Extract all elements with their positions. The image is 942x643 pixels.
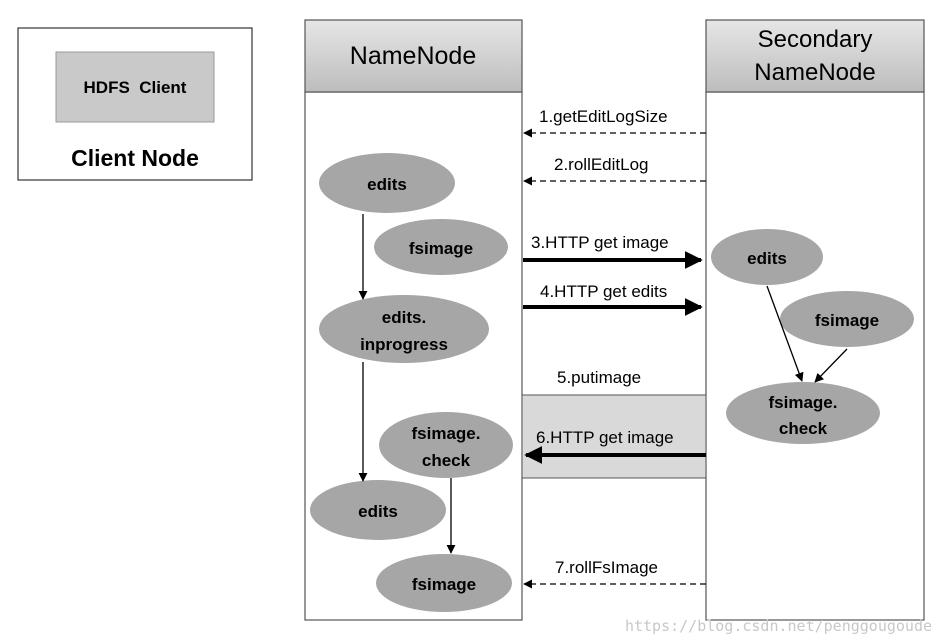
step-3-label: 3.HTTP get image bbox=[531, 233, 669, 252]
nn-fsimage-check: fsimage. check bbox=[379, 412, 513, 478]
hdfs-client-label: HDFS Client bbox=[84, 78, 187, 97]
svg-text:check: check bbox=[422, 451, 471, 470]
svg-text:fsimage: fsimage bbox=[409, 239, 473, 258]
nn-edits-inprogress: edits. inprogress bbox=[319, 295, 489, 363]
svg-text:fsimage.: fsimage. bbox=[412, 424, 481, 443]
svg-text:edits: edits bbox=[367, 175, 407, 194]
secondary-namenode-column: Secondary NameNode bbox=[705, 19, 925, 621]
svg-text:inprogress: inprogress bbox=[360, 335, 448, 354]
putimage-highlight-band bbox=[521, 394, 707, 479]
secondary-namenode-title-line2: NameNode bbox=[754, 59, 875, 86]
svg-text:edits: edits bbox=[358, 502, 398, 521]
snn-fsimage: fsimage bbox=[780, 291, 914, 347]
namenode-header bbox=[304, 19, 523, 93]
nn-fsimage-bottom: fsimage bbox=[376, 554, 512, 612]
svg-text:check: check bbox=[779, 419, 828, 438]
svg-text:fsimage: fsimage bbox=[815, 311, 879, 330]
step-4-label: 4.HTTP get edits bbox=[540, 282, 667, 301]
secondary-namenode-header bbox=[705, 19, 925, 93]
hdfs-client-box bbox=[55, 51, 215, 123]
svg-text:fsimage: fsimage bbox=[412, 575, 476, 594]
nn-edits-top: edits bbox=[319, 153, 455, 213]
step-2-label: 2.rollEditLog bbox=[554, 155, 649, 174]
svg-text:edits.: edits. bbox=[382, 308, 426, 327]
watermark: https://blog.csdn.net/penggougoude bbox=[625, 617, 932, 635]
step-5-label: 5.putimage bbox=[557, 368, 641, 387]
step-1-label: 1.getEditLogSize bbox=[539, 107, 668, 126]
snn-edits: edits bbox=[711, 229, 823, 285]
snn-arrow-fsimage-to-check bbox=[814, 348, 848, 383]
step-7-label: 7.rollFsImage bbox=[555, 558, 658, 577]
client-node-title: Client Node bbox=[71, 145, 199, 171]
client-node-box: HDFS Client Client Node bbox=[17, 27, 253, 181]
secondary-namenode-title-line1: Secondary bbox=[758, 26, 873, 53]
snn-fsimage-check: fsimage. check bbox=[726, 382, 880, 444]
svg-text:edits: edits bbox=[747, 249, 787, 268]
svg-text:fsimage.: fsimage. bbox=[769, 393, 838, 412]
step-6-label: 6.HTTP get image bbox=[536, 428, 674, 447]
namenode-title: NameNode bbox=[350, 42, 476, 70]
snn-arrow-edits-to-check bbox=[766, 285, 804, 382]
nn-fsimage-top: fsimage bbox=[374, 219, 508, 275]
nn-edits-bottom: edits bbox=[310, 480, 446, 540]
